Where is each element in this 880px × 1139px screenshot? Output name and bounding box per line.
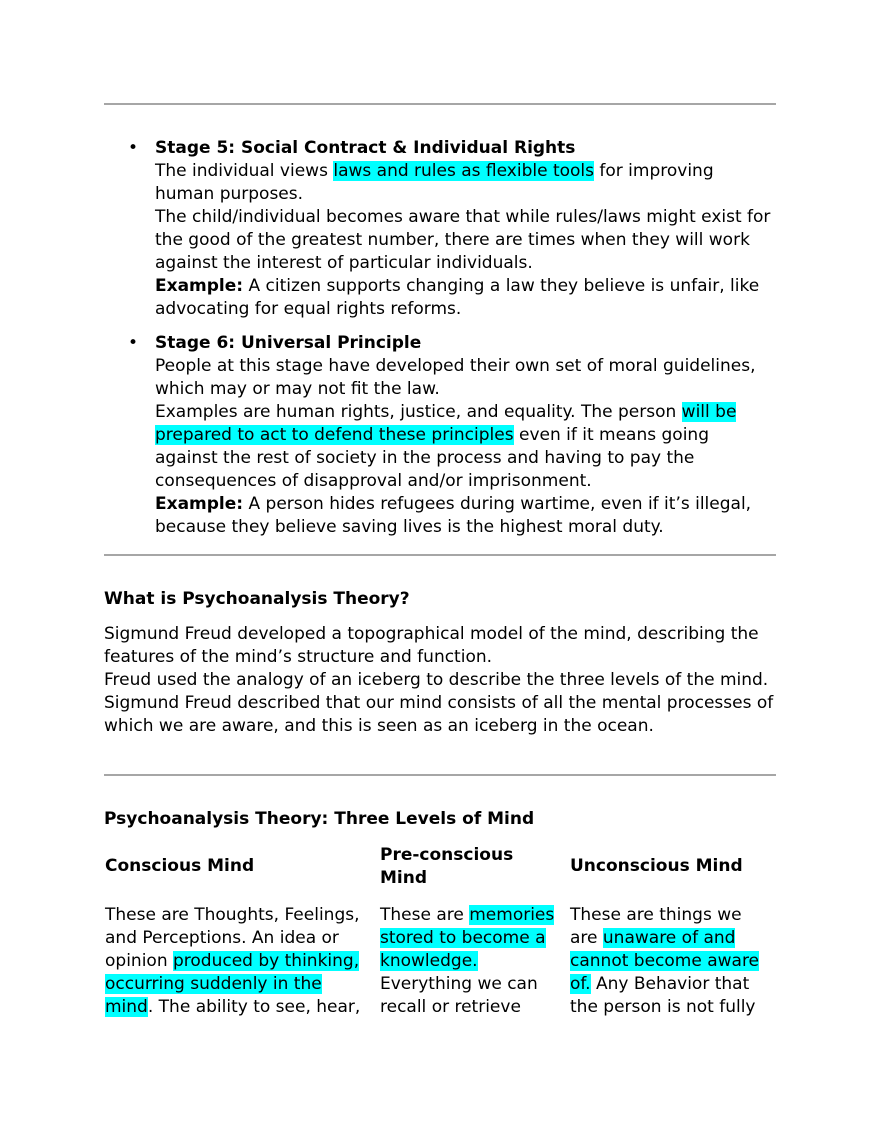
- stage-6-para-1: People at this stage have developed thei…: [155, 356, 756, 399]
- levels-heading-block: Psychoanalysis Theory: Three Levels of M…: [104, 808, 776, 831]
- bullet-icon: •: [128, 138, 139, 158]
- psycho-para-2: Freud used the analogy of an iceberg to …: [104, 670, 769, 690]
- highlight: laws and rules as flexible tools: [333, 161, 594, 181]
- stage-5-example: Example: A citizen supports changing a l…: [155, 276, 760, 319]
- column-body: These are things we are unaware of and c…: [570, 905, 760, 1017]
- column-header: Pre-conscious Mind: [380, 845, 514, 888]
- divider-2: [104, 554, 776, 556]
- level-column-preconscious: Pre-conscious Mind These are memories st…: [380, 844, 562, 1019]
- psycho-para-3: Sigmund Freud described that our mind co…: [104, 693, 774, 736]
- stage-5-para-2: The child/individual becomes aware that …: [155, 207, 771, 273]
- psychoanalysis-section: What is Psychoanalysis Theory? Sigmund F…: [104, 588, 776, 738]
- divider-3: [104, 774, 776, 776]
- psycho-para-1: Sigmund Freud developed a topographical …: [104, 624, 759, 667]
- level-column-unconscious: Unconscious Mind These are things we are…: [570, 855, 770, 1019]
- top-divider: [104, 103, 776, 105]
- stage-list: • Stage 5: Social Contract & Individual …: [104, 137, 776, 539]
- column-header: Conscious Mind: [105, 856, 255, 876]
- stage-5-title: Stage 5: Social Contract & Individual Ri…: [155, 138, 576, 158]
- section-heading: What is Psychoanalysis Theory?: [104, 589, 410, 609]
- stage-5-item: • Stage 5: Social Contract & Individual …: [104, 137, 776, 321]
- column-body: These are memories stored to become a kn…: [380, 905, 555, 1017]
- column-header: Unconscious Mind: [570, 856, 743, 876]
- column-body: These are Thoughts, Feelings, and Percep…: [105, 905, 361, 1017]
- stage-5-para-1: The individual views laws and rules as f…: [155, 161, 714, 204]
- bullet-icon: •: [128, 333, 139, 353]
- stage-6-item: • Stage 6: Universal Principle People at…: [104, 332, 776, 539]
- stage-6-example: Example: A person hides refugees during …: [155, 494, 752, 537]
- section-heading: Psychoanalysis Theory: Three Levels of M…: [104, 809, 535, 829]
- level-column-conscious: Conscious Mind These are Thoughts, Feeli…: [105, 855, 367, 1019]
- stage-6-title: Stage 6: Universal Principle: [155, 333, 422, 353]
- stage-6-para-2: Examples are human rights, justice, and …: [155, 402, 737, 491]
